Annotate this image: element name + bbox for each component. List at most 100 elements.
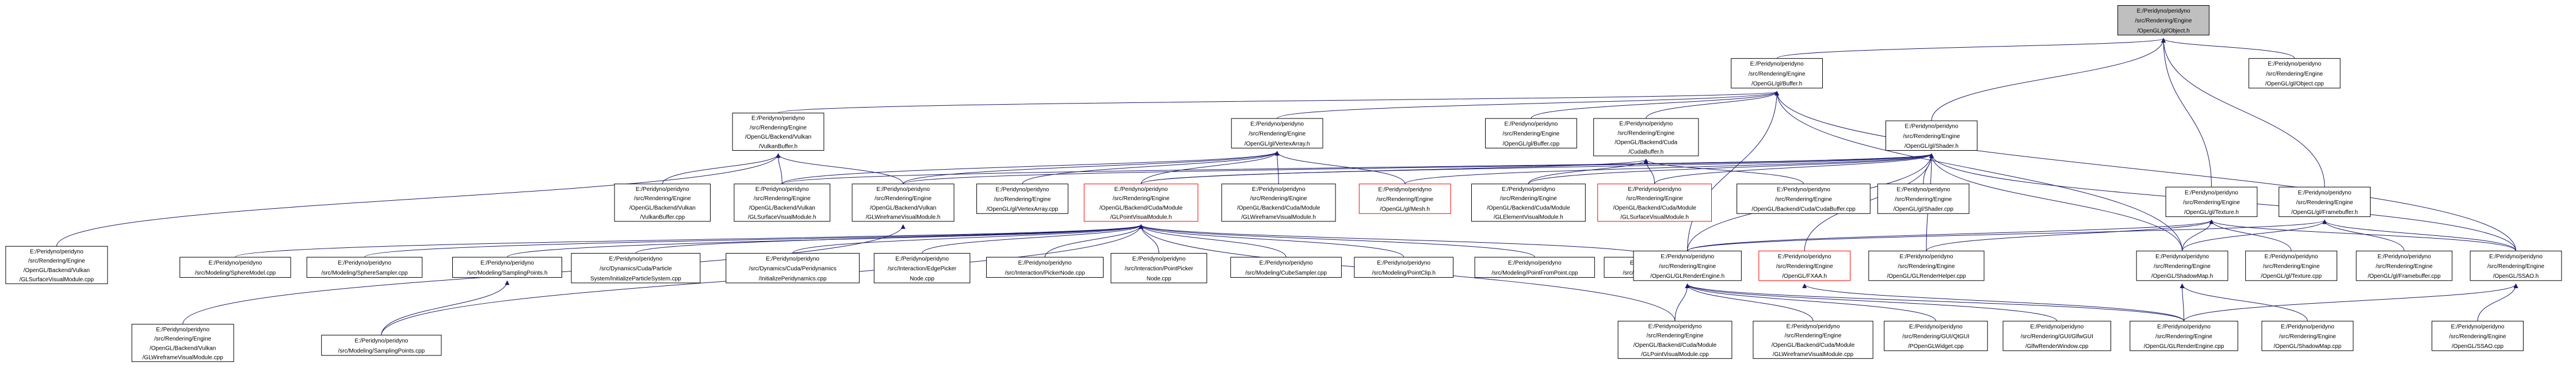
file-node-cubesampler-cpp[interactable]: E:/Peridyno/peridyno/src/Modeling/CubeSa… [1230, 257, 1342, 278]
file-node-samplingpoints-cpp[interactable]: E:/Peridyno/peridyno/src/Modeling/Sampli… [321, 335, 442, 356]
node-box[interactable] [180, 257, 291, 278]
node-box[interactable] [2356, 250, 2453, 281]
file-node-initperi-cpp[interactable]: E:/Peridyno/peridyno/src/Dynamics/Cuda/P… [726, 253, 860, 284]
file-node-samplingpoints-h[interactable]: E:/Peridyno/peridyno/src/Modeling/Sampli… [452, 257, 562, 278]
node-box[interactable] [2245, 250, 2337, 281]
file-node-texture-cpp[interactable]: E:/Peridyno/peridyno/src/Rendering/Engin… [2245, 250, 2337, 281]
node-box[interactable] [1231, 118, 1323, 148]
file-node-shader-h[interactable]: E:/Peridyno/peridyno/src/Rendering/Engin… [1885, 120, 1978, 151]
node-box[interactable] [873, 253, 971, 284]
node-box[interactable] [614, 183, 711, 222]
file-node-cudabuffer-h[interactable]: E:/Peridyno/peridyno/src/Rendering/Engin… [1593, 118, 1699, 156]
file-node-spheremodel-cpp[interactable]: E:/Peridyno/peridyno/src/Modeling/Sphere… [180, 257, 291, 278]
node-box[interactable] [5, 246, 108, 284]
file-node-spheresampler-cpp[interactable]: E:/Peridyno/peridyno/src/Modeling/Sphere… [306, 257, 423, 278]
file-node-pointfrompoint-cpp[interactable]: E:/Peridyno/peridyno/src/Modeling/PointF… [1474, 257, 1595, 278]
file-node-framebuffer-h[interactable]: E:/Peridyno/peridyno/src/Rendering/Engin… [2279, 186, 2371, 217]
file-node-cudabuffer-cpp[interactable]: E:/Peridyno/peridyno/src/Rendering/Engin… [1737, 183, 1871, 214]
node-box[interactable] [2261, 320, 2354, 351]
node-box[interactable] [1221, 183, 1336, 222]
node-box[interactable] [1633, 250, 1742, 281]
file-node-ssao-cpp[interactable]: E:/Peridyno/peridyno/src/Rendering/Engin… [2432, 320, 2524, 351]
file-node-cuda-surface-h[interactable]: E:/Peridyno/peridyno/src/Rendering/Engin… [1597, 183, 1712, 222]
file-node-texture-h[interactable]: E:/Peridyno/peridyno/src/Rendering/Engin… [2165, 186, 2258, 217]
file-node-pickernode-cpp[interactable]: E:/Peridyno/peridyno/src/Interaction/Pic… [986, 257, 1104, 278]
node-box[interactable] [734, 183, 830, 222]
node-box[interactable] [726, 253, 860, 284]
file-node-root[interactable]: E:/Peridyno/peridyno/src/Rendering/Engin… [2117, 5, 2209, 36]
file-node-fxaa-h[interactable]: E:/Peridyno/peridyno/src/Rendering/Engin… [1758, 250, 1851, 281]
file-node-buffer-h[interactable]: E:/Peridyno/peridyno/src/Rendering/Engin… [1731, 58, 1823, 89]
node-label-line: E:/Peridyno/peridyno [2265, 254, 2318, 260]
node-box[interactable] [1731, 58, 1823, 89]
file-node-object-cpp[interactable]: E:/Peridyno/peridyno/src/Rendering/Engin… [2248, 58, 2341, 89]
node-box[interactable] [1471, 183, 1586, 222]
node-box[interactable] [1753, 320, 1873, 359]
node-box[interactable] [1354, 257, 1454, 278]
file-node-vulkanbuffer-cpp[interactable]: E:/Peridyno/peridyno/src/Rendering/Engin… [614, 183, 711, 222]
file-node-buffer-cpp[interactable]: E:/Peridyno/peridyno/src/Rendering/Engin… [1485, 118, 1577, 148]
node-box[interactable] [2117, 5, 2209, 36]
node-box[interactable] [321, 335, 442, 356]
file-node-shadowmap-h[interactable]: E:/Peridyno/peridyno/src/Rendering/Engin… [2136, 250, 2228, 281]
node-box[interactable] [1877, 183, 1970, 214]
file-node-cuda-wireframe-h[interactable]: E:/Peridyno/peridyno/src/Rendering/Engin… [1221, 183, 1336, 222]
node-box[interactable] [2165, 186, 2258, 217]
node-box[interactable] [2470, 250, 2562, 281]
node-box[interactable] [1110, 253, 1207, 284]
file-node-vk-wireframe-h[interactable]: E:/Peridyno/peridyno/src/Rendering/Engin… [852, 183, 955, 222]
node-box[interactable] [1485, 118, 1577, 148]
node-box[interactable] [1884, 320, 1988, 351]
node-box[interactable] [852, 183, 955, 222]
node-box[interactable] [976, 183, 1068, 214]
node-box[interactable] [2279, 186, 2371, 217]
node-box[interactable] [1230, 257, 1342, 278]
file-node-cudaparticle-cpp[interactable]: E:/Peridyno/peridyno/src/Dynamics/Cuda/P… [571, 253, 701, 284]
file-node-shader-cpp[interactable]: E:/Peridyno/peridyno/src/Rendering/Engin… [1877, 183, 1970, 214]
node-box[interactable] [1474, 257, 1595, 278]
file-node-glfwgui-cpp[interactable]: E:/Peridyno/peridyno/src/Rendering/GUI/G… [2002, 320, 2112, 351]
file-node-vk-surface-h[interactable]: E:/Peridyno/peridyno/src/Rendering/Engin… [734, 183, 830, 222]
node-box[interactable] [2136, 250, 2228, 281]
node-box[interactable] [986, 257, 1104, 278]
node-box[interactable] [1083, 183, 1199, 222]
node-box[interactable] [2248, 58, 2341, 89]
node-box[interactable] [2432, 320, 2524, 351]
node-box[interactable] [1868, 250, 1985, 281]
node-label-line: /OpenGL/Backend/Vulkan [749, 205, 815, 211]
file-node-pointpicker-cpp[interactable]: E:/Peridyno/peridyno/src/Interaction/Poi… [1110, 253, 1207, 284]
node-box[interactable] [1737, 183, 1871, 214]
file-node-qtgui-h[interactable]: E:/Peridyno/peridyno/src/Rendering/GUI/Q… [1884, 320, 1988, 351]
file-node-vertexarray-h[interactable]: E:/Peridyno/peridyno/src/Rendering/Engin… [1231, 118, 1323, 148]
file-node-pointclip-h[interactable]: E:/Peridyno/peridyno/src/Modeling/PointC… [1354, 257, 1454, 278]
file-node-glrenderhelper-cpp[interactable]: E:/Peridyno/peridyno/src/Rendering/Engin… [1868, 250, 1985, 281]
file-node-cuda-element-h[interactable]: E:/Peridyno/peridyno/src/Rendering/Engin… [1471, 183, 1586, 222]
node-box[interactable] [571, 253, 701, 284]
node-box[interactable] [732, 112, 825, 151]
node-box[interactable] [131, 324, 234, 362]
node-box[interactable] [1597, 183, 1712, 222]
file-node-vulkan-buffer-h[interactable]: E:/Peridyno/peridyno/src/Rendering/Engin… [732, 112, 825, 151]
file-node-vk-wireframe-cpp[interactable]: E:/Peridyno/peridyno/src/Rendering/Engin… [131, 324, 234, 362]
node-box[interactable] [1358, 183, 1451, 214]
file-node-cuda-point-h[interactable]: E:/Peridyno/peridyno/src/Rendering/Engin… [1083, 183, 1199, 222]
file-node-vertexarray-cpp[interactable]: E:/Peridyno/peridyno/src/Rendering/Engin… [976, 183, 1068, 214]
node-box[interactable] [1593, 118, 1699, 156]
file-node-cuda-point-cpp[interactable]: E:/Peridyno/peridyno/src/Rendering/Engin… [1617, 320, 1732, 359]
node-box[interactable] [306, 257, 423, 278]
file-node-edgepicker-cpp[interactable]: E:/Peridyno/peridyno/src/Interaction/Edg… [873, 253, 971, 284]
node-box[interactable] [1758, 250, 1851, 281]
file-node-glrenderengine-h[interactable]: E:/Peridyno/peridyno/src/Rendering/Engin… [1633, 250, 1742, 281]
node-box[interactable] [452, 257, 562, 278]
node-box[interactable] [2002, 320, 2112, 351]
node-box[interactable] [1617, 320, 1732, 359]
node-box[interactable] [1885, 120, 1978, 151]
file-node-mesh-h[interactable]: E:/Peridyno/peridyno/src/Rendering/Engin… [1358, 183, 1451, 214]
node-box[interactable] [2130, 320, 2238, 351]
file-node-vk-surface-cpp[interactable]: E:/Peridyno/peridyno/src/Rendering/Engin… [5, 246, 108, 284]
file-node-cuda-wireframe-cpp[interactable]: E:/Peridyno/peridyno/src/Rendering/Engin… [1753, 320, 1873, 359]
file-node-ssao-h[interactable]: E:/Peridyno/peridyno/src/Rendering/Engin… [2470, 250, 2562, 281]
file-node-shadowmap-cpp[interactable]: E:/Peridyno/peridyno/src/Rendering/Engin… [2261, 320, 2354, 351]
file-node-framebuffer-cpp[interactable]: E:/Peridyno/peridyno/src/Rendering/Engin… [2356, 250, 2453, 281]
file-node-glrenderengine-cpp[interactable]: E:/Peridyno/peridyno/src/Rendering/Engin… [2130, 320, 2238, 351]
